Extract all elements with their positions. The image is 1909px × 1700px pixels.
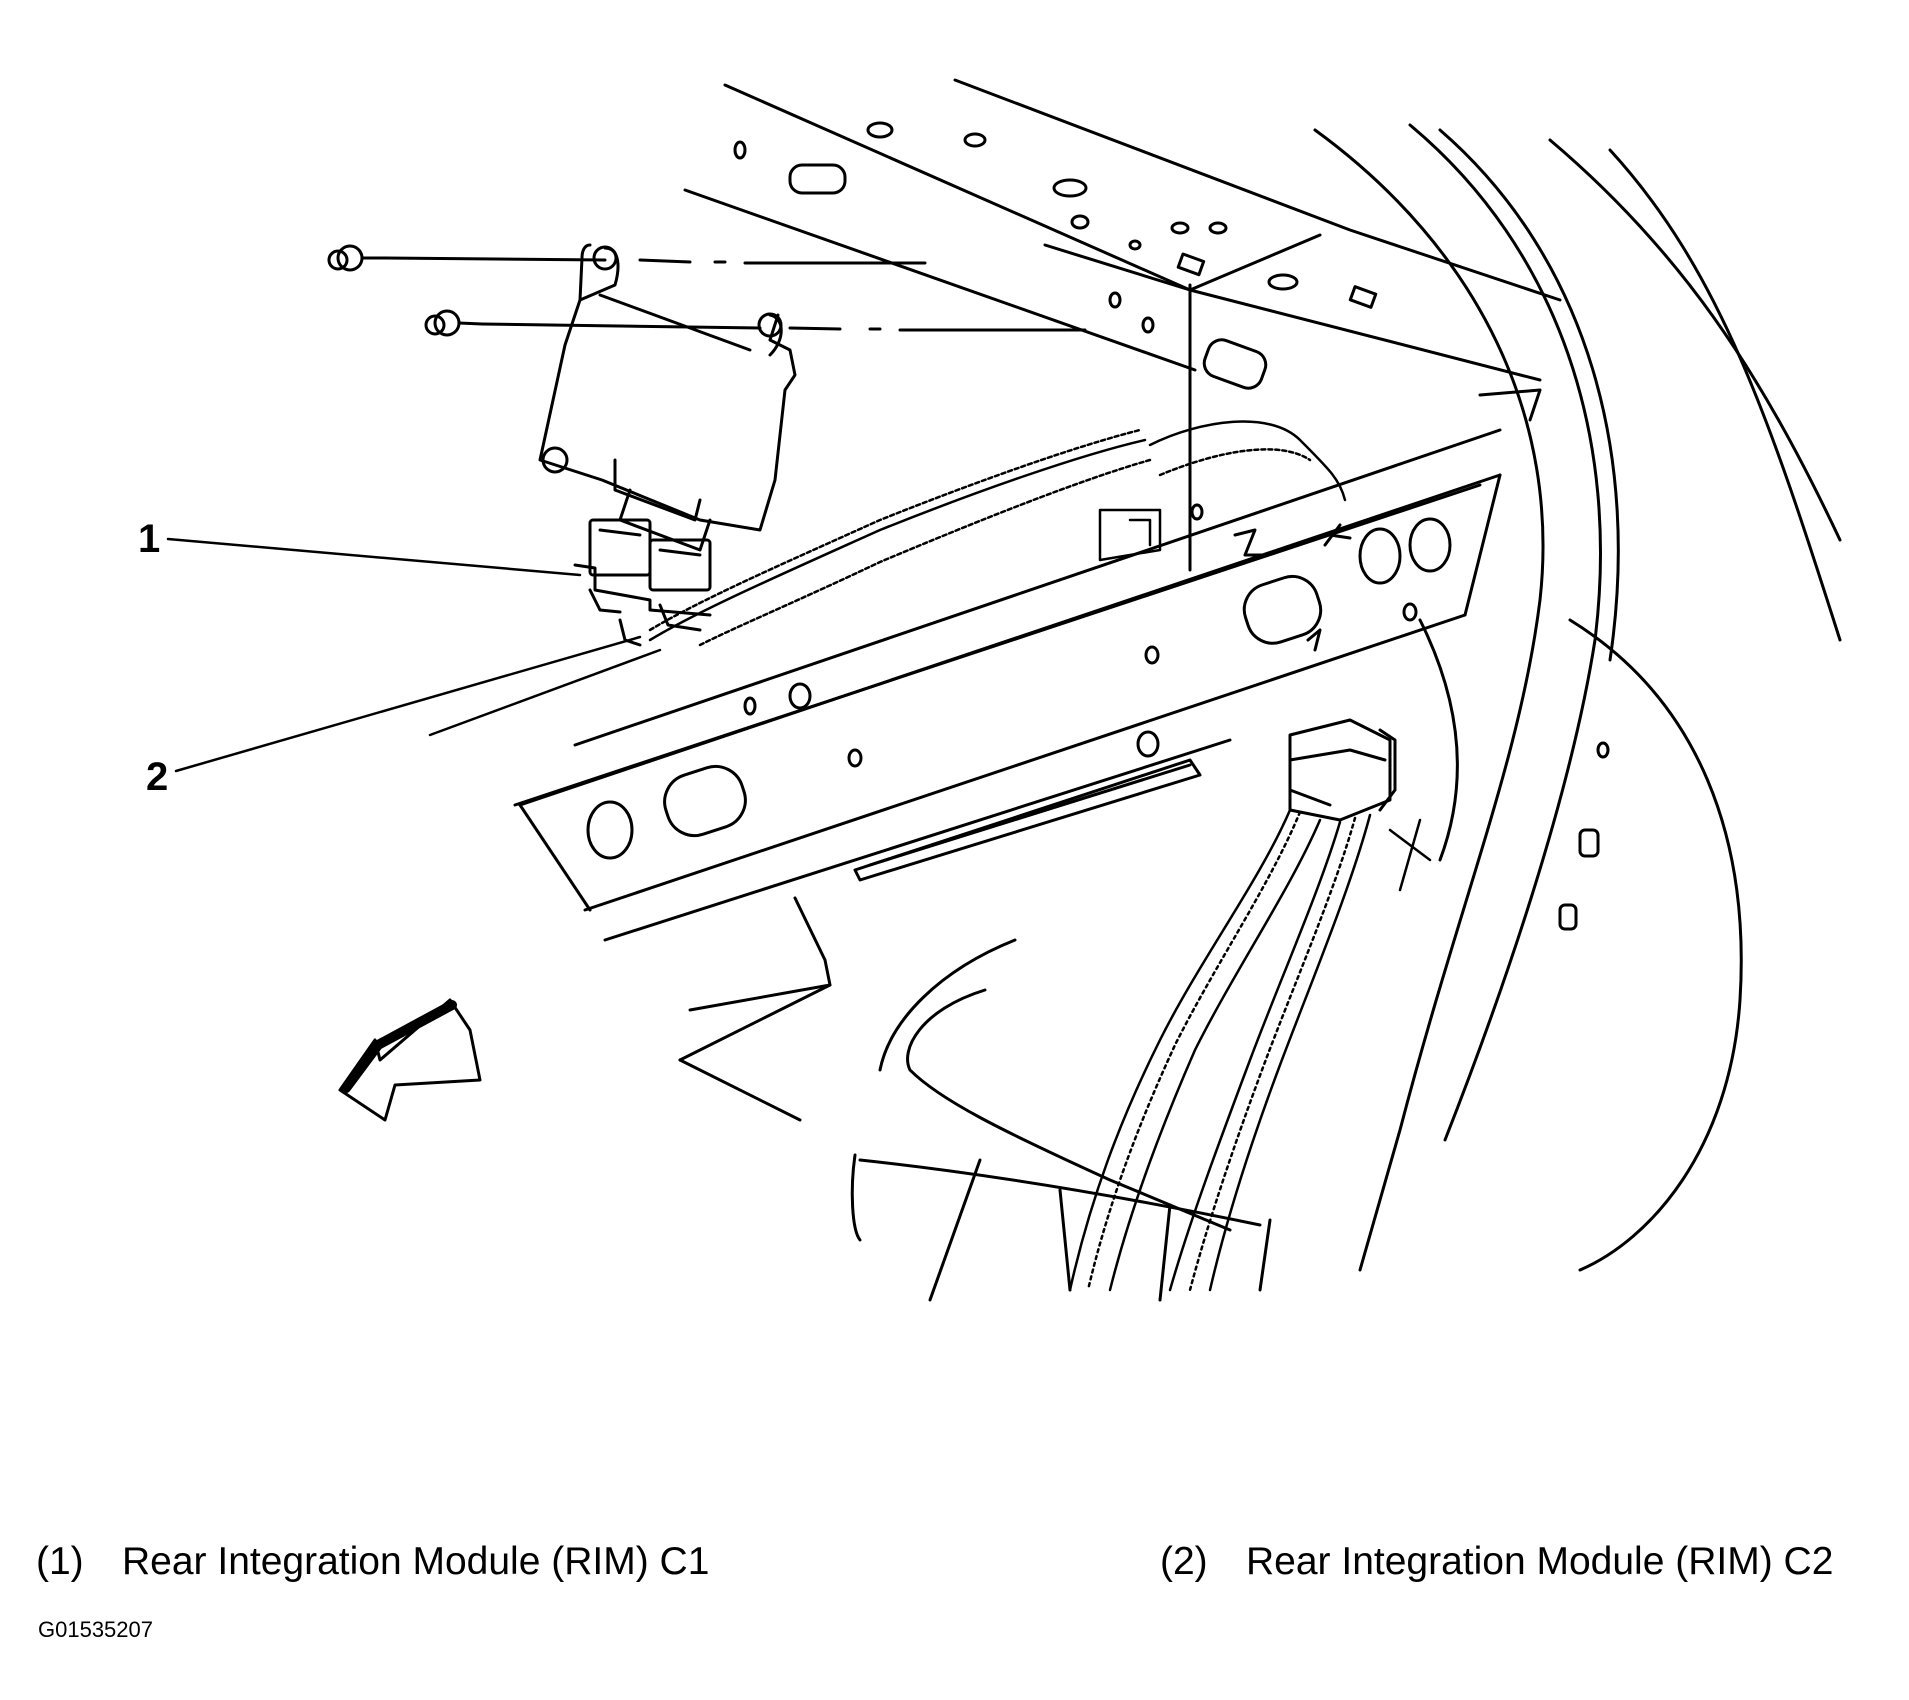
legend-number: (2)	[1160, 1540, 1208, 1583]
legend-item-1: (1) Rear Integration Module (RIM) C1	[36, 1540, 709, 1584]
floor-pan	[678, 758, 1272, 1302]
corrugated-harness	[1068, 808, 1432, 1292]
legend-description: Rear Integration Module (RIM) C1	[122, 1540, 710, 1583]
callout-number-1: 1	[138, 517, 161, 561]
upper-body-panel	[683, 78, 1562, 572]
callout-leaders	[166, 537, 662, 773]
quarter-panel	[1313, 123, 1842, 1272]
fasteners	[327, 244, 1087, 337]
callout-number-2: 2	[146, 755, 169, 799]
legend-number: (1)	[36, 1540, 84, 1583]
wiring-harness	[648, 420, 1347, 647]
rim-location-illustration	[166, 78, 1842, 1302]
legend-item-2: (2) Rear Integration Module (RIM) C2	[1160, 1540, 1833, 1584]
forward-arrow-icon	[338, 998, 482, 1122]
figure-id: G01535207	[38, 1617, 153, 1642]
rim-module	[538, 243, 797, 552]
cross-member	[513, 428, 1502, 942]
rim-connectors	[573, 518, 712, 647]
lower-connector	[1288, 718, 1397, 822]
legend-description: Rear Integration Module (RIM) C2	[1246, 1540, 1834, 1583]
